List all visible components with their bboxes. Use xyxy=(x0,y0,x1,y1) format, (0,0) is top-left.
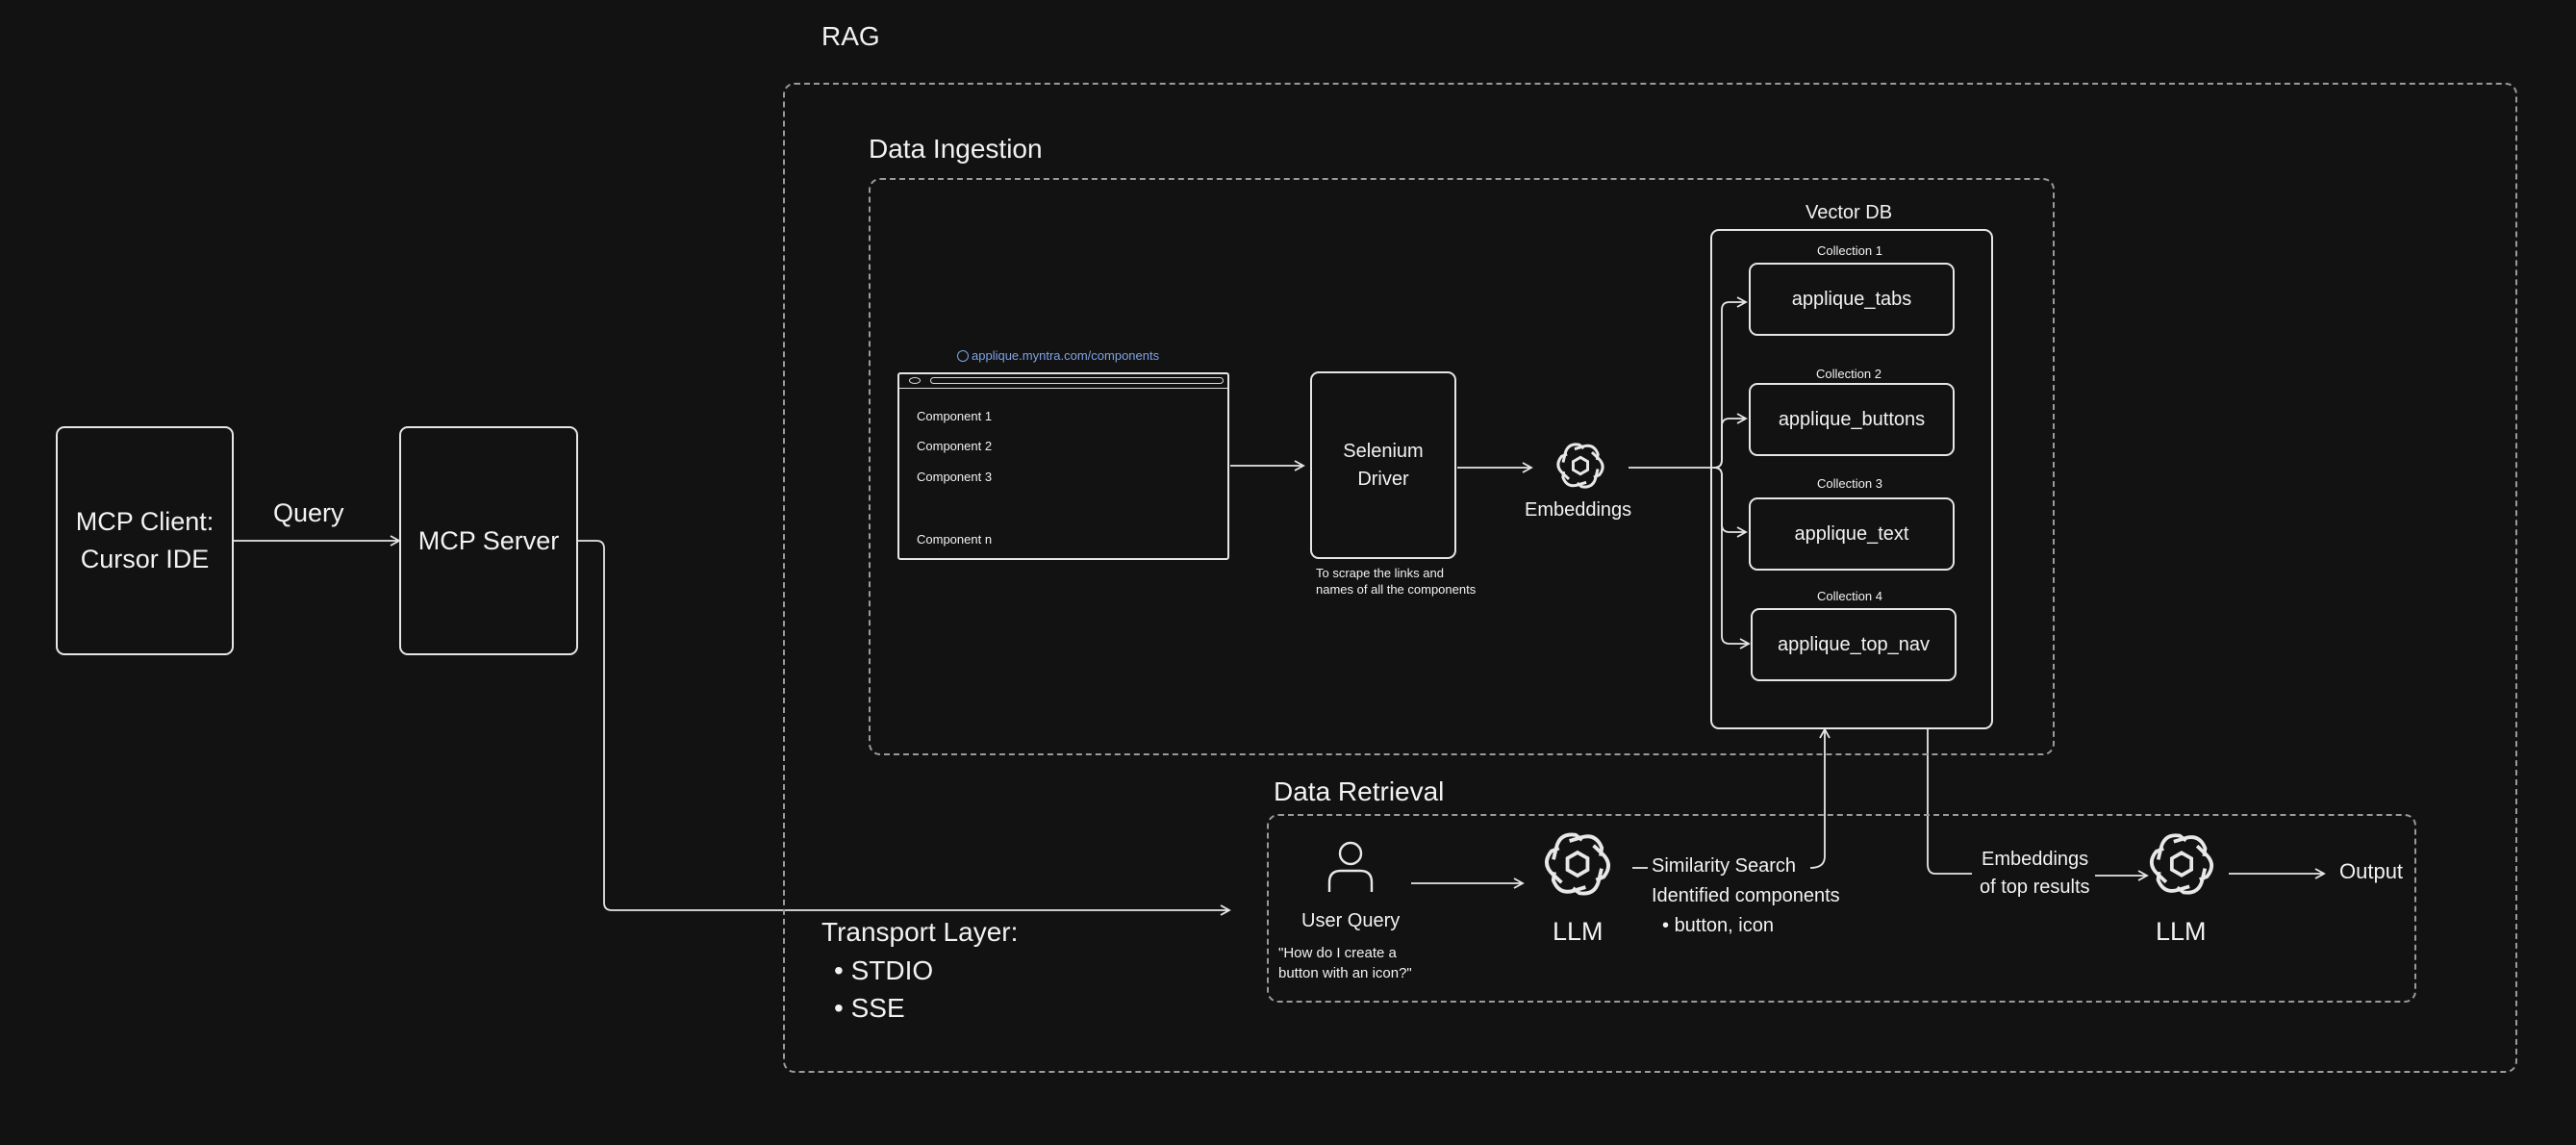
user-icon xyxy=(1326,840,1376,894)
rag-container xyxy=(783,83,2517,1073)
mcp-client-label-line2: Cursor IDE xyxy=(80,545,210,573)
user-query-quote-line1: "How do I create a xyxy=(1278,945,1397,961)
openai-icon xyxy=(2148,830,2215,898)
transport-arrow xyxy=(578,540,1231,916)
mcp-client-label-line1: MCP Client: xyxy=(75,507,215,536)
llm-label: LLM xyxy=(1553,917,1604,946)
selenium-driver-box: Selenium Driver xyxy=(1310,371,1456,559)
llm-label: LLM xyxy=(2156,917,2207,946)
browser-window: Component 1 Component 2 Component 3 Comp… xyxy=(897,372,1229,560)
embeddings-label: Embeddings xyxy=(1525,499,1632,521)
output-label: Output xyxy=(2339,859,2404,883)
browser-list-item[interactable]: Component 2 xyxy=(917,439,993,453)
collection-caption: Collection 1 xyxy=(1817,243,1882,258)
data-retrieval-container xyxy=(1267,814,2416,1003)
collection-caption: Collection 4 xyxy=(1817,589,1882,603)
query-label: Query xyxy=(273,498,344,527)
embeddings-top-label-line1: Embeddings xyxy=(1982,849,2089,870)
user-query-label: User Query xyxy=(1301,910,1401,931)
collection-applique-text[interactable]: applique_text xyxy=(1749,497,1955,571)
collection-applique-top-nav[interactable]: applique_top_nav xyxy=(1751,608,1957,681)
browser-toolbar xyxy=(899,374,1227,389)
data-ingestion-title: Data Ingestion xyxy=(869,134,1043,164)
browser-list-item[interactable]: Component n xyxy=(917,532,993,547)
identified-components-label: Identified components xyxy=(1652,885,1840,906)
selenium-label-line2: Driver xyxy=(1357,468,1409,490)
selenium-label-line1: Selenium xyxy=(1343,440,1424,462)
mcp-client-box: MCP Client: Cursor IDE xyxy=(56,426,234,655)
selenium-note-line1: To scrape the links and xyxy=(1316,566,1444,580)
transport-item-stdio: • STDIO xyxy=(834,955,934,985)
vector-db-box xyxy=(1710,229,1993,729)
selenium-note-line2: names of all the components xyxy=(1316,582,1477,597)
vectordb-to-embeddings-top-line xyxy=(1927,729,1972,875)
embeddings-top-label-line2: of top results xyxy=(1980,877,2090,898)
browser-address-bar[interactable] xyxy=(930,377,1224,384)
similarity-search-label: Similarity Search xyxy=(1652,855,1797,877)
mcp-server-label: MCP Server xyxy=(417,525,560,555)
collection-caption: Collection 3 xyxy=(1817,476,1882,491)
vector-db-title: Vector DB xyxy=(1806,202,1893,223)
mcp-server-box: MCP Server xyxy=(399,426,578,655)
browser-list-item[interactable]: Component 1 xyxy=(917,409,993,423)
transport-title: Transport Layer: xyxy=(821,917,1019,947)
similarity-to-vectordb-arrow xyxy=(1809,727,1831,869)
openai-icon xyxy=(1543,829,1612,899)
collection-caption: Collection 2 xyxy=(1816,367,1881,381)
identified-components-item: • button, icon xyxy=(1662,915,1774,936)
collection-applique-buttons[interactable]: applique_buttons xyxy=(1749,383,1955,456)
browser-back-icon[interactable] xyxy=(909,377,921,384)
data-ingestion-container xyxy=(869,178,2055,755)
collection-applique-tabs[interactable]: applique_tabs xyxy=(1749,263,1955,336)
user-query-quote-line2: button with an icon?" xyxy=(1278,965,1412,981)
browser-list-item[interactable]: Component 3 xyxy=(917,470,993,484)
compass-icon xyxy=(957,350,969,362)
transport-item-sse: • SSE xyxy=(834,993,905,1023)
rag-title: RAG xyxy=(821,21,880,51)
data-retrieval-title: Data Retrieval xyxy=(1274,776,1445,806)
openai-icon xyxy=(1555,441,1605,491)
browser-url[interactable]: applique.myntra.com/components xyxy=(957,348,1159,363)
